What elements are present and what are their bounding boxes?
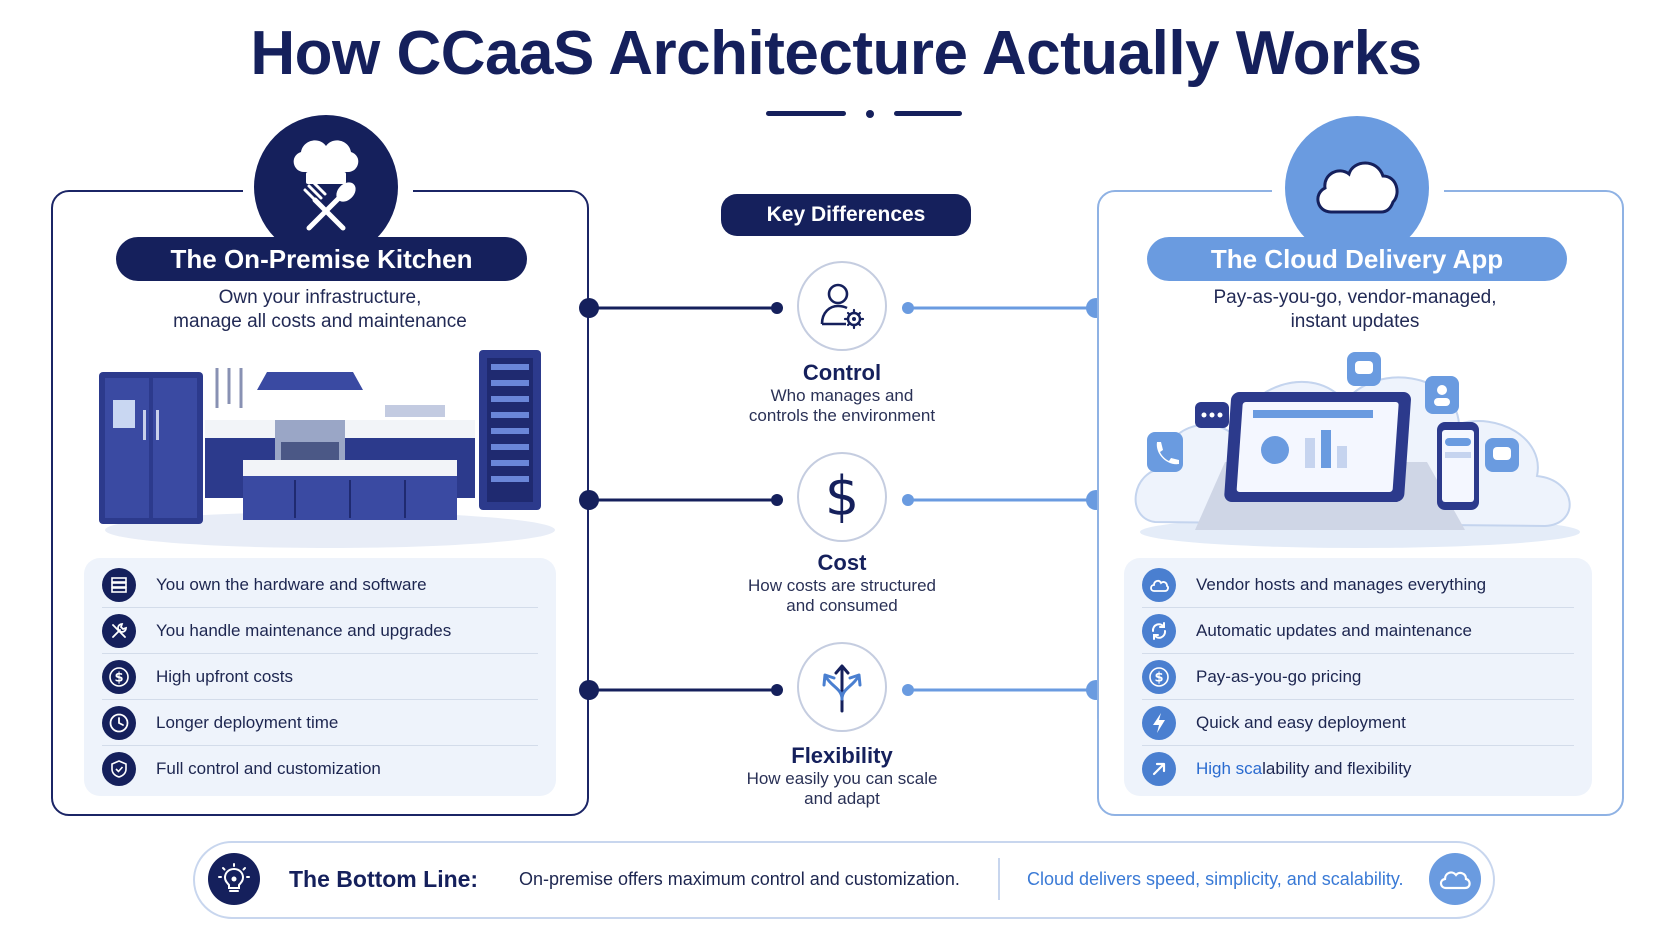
cloud-title: The Cloud Delivery App [1147, 237, 1567, 281]
key-item-title: Control [802, 360, 882, 385]
list-item-text: High scalability and flexibility [1196, 759, 1412, 778]
list-item-text: High upfront costs [156, 667, 294, 686]
lightbulb-icon [208, 853, 260, 905]
arrow-up-right-icon [1142, 752, 1176, 786]
cloud-icon [1429, 853, 1481, 905]
bottom-line-bar [193, 841, 1495, 919]
clock-icon [102, 706, 136, 740]
bottom-line-left-text: On-premise offers maximum control and cu… [519, 869, 960, 889]
user-gear-icon [797, 261, 887, 351]
key-item-control: Control Who manages and controls the env… [692, 360, 992, 426]
list-item: Quick and easy deployment [1142, 700, 1574, 746]
title-underline-right [894, 111, 962, 116]
list-item: Vendor hosts and manages everything [1142, 562, 1574, 608]
bottom-line-divider [998, 858, 1000, 900]
key-item-desc: Who manages and controls the environment [748, 386, 936, 425]
key-item-desc: How costs are structured and consumed [747, 576, 936, 615]
list-item: You handle maintenance and upgrades [102, 608, 538, 654]
list-item: Full control and customization [102, 746, 538, 792]
kitchen-illustration [95, 350, 565, 550]
chef-utensils-icon [254, 115, 398, 259]
split-arrows-icon [797, 642, 887, 732]
cloud-list: Vendor hosts and manages everything Auto… [1124, 558, 1592, 796]
key-item-title: Cost [817, 550, 867, 575]
key-item-cost: Cost How costs are structured and consum… [692, 550, 992, 616]
svg-text:$: $ [825, 467, 859, 527]
title-underline-dot [866, 110, 874, 118]
key-item-title: Flexibility [791, 743, 893, 768]
title-underline-left [766, 111, 846, 116]
list-item-text: You handle maintenance and upgrades [156, 621, 452, 640]
on-premise-subtitle: Own your infrastructure, manage all cost… [173, 287, 467, 332]
bottom-line-label: The Bottom Line: [289, 866, 479, 892]
dollar-icon: $ [1142, 660, 1176, 694]
dollar-sign-icon: $ [797, 452, 887, 542]
cloud-subtitle: Pay-as-you-go, vendor-managed, instant u… [1213, 287, 1497, 332]
list-item-text: Longer deployment time [156, 713, 339, 732]
page-title: How CCaaS Architecture Actually Works [250, 19, 1422, 88]
dollar-icon: $ [102, 660, 136, 694]
list-item-text: You own the hardware and software [156, 575, 427, 594]
list-item-text: Automatic updates and maintenance [1196, 621, 1472, 640]
key-item-desc: How easily you can scale and adapt [746, 769, 938, 808]
wrench-icon [102, 614, 136, 648]
list-item-text: Full control and customization [156, 759, 381, 778]
list-item: Automatic updates and maintenance [1142, 608, 1574, 654]
refresh-icon [1142, 614, 1176, 648]
lightning-icon [1142, 706, 1176, 740]
list-item: You own the hardware and software [102, 562, 538, 608]
list-item-text: Quick and easy deployment [1196, 713, 1406, 732]
key-differences-label: Key Differences [721, 194, 971, 236]
on-premise-title: The On-Premise Kitchen [116, 237, 527, 281]
on-premise-list: You own the hardware and software You ha… [84, 558, 556, 796]
list-item: Longer deployment time [102, 700, 538, 746]
server-icon [102, 568, 136, 602]
cloud-icon [1285, 116, 1429, 260]
key-item-flexibility: Flexibility How easily you can scale and… [692, 743, 992, 809]
list-item-text: Pay-as-you-go pricing [1196, 667, 1362, 686]
cloud-devices-illustration [1125, 342, 1595, 552]
bottom-line-right-text: Cloud delivers speed, simplicity, and sc… [1027, 869, 1404, 889]
list-item: $ High upfront costs [102, 654, 538, 700]
svg-text:$: $ [1154, 671, 1163, 686]
svg-text:$: $ [114, 671, 123, 686]
shield-icon [102, 752, 136, 786]
list-item-text: Vendor hosts and manages everything [1196, 575, 1487, 594]
list-item: $ Pay-as-you-go pricing [1142, 654, 1574, 700]
cloud-icon [1142, 568, 1176, 602]
list-item: High scalability and flexibility [1142, 746, 1574, 792]
